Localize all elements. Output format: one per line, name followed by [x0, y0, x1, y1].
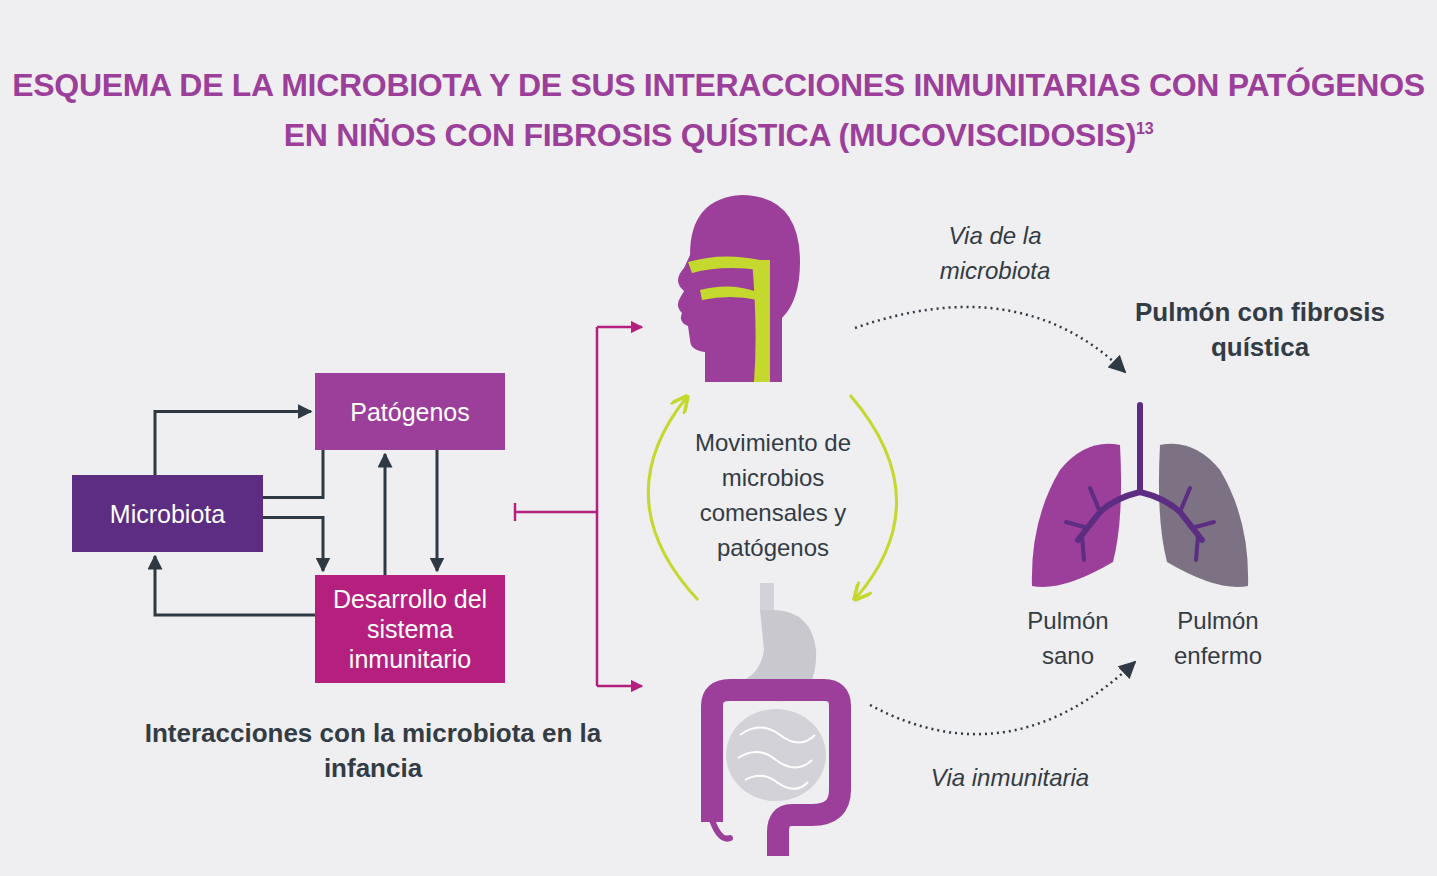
- connector: [155, 556, 315, 615]
- oral-cavity: [700, 286, 758, 300]
- node-label: Microbiota: [110, 499, 225, 529]
- node-label: Desarrollo del sistema inmunitario: [330, 584, 490, 674]
- healthy-lung: [1032, 444, 1121, 587]
- title-block: ESQUEMA DE LA MICROBIOTA Y DE SUS INTERA…: [10, 60, 1427, 160]
- caption-heading: Interacciones con la microbiota en la in…: [113, 716, 633, 786]
- lungs-illustration: [1032, 405, 1248, 587]
- bracket-spine: [596, 327, 599, 686]
- pathway-label: Via de la microbiota: [905, 218, 1085, 288]
- microbiota-pathway: [855, 307, 1125, 372]
- gut-illustration: [712, 583, 840, 856]
- tongue-mark: [716, 300, 730, 318]
- connector: [155, 412, 311, 476]
- node-label: Patógenos: [350, 397, 470, 427]
- appendix: [712, 820, 730, 839]
- lung-label: Pulmón enfermo: [1148, 603, 1288, 673]
- movement-label: Movimiento de microbios comensales y pat…: [673, 425, 873, 565]
- head-outline: [678, 195, 800, 382]
- bracket-arrow: [597, 326, 642, 329]
- immune-development-box: Desarrollo del sistema inmunitario: [315, 575, 505, 683]
- connector: [384, 454, 387, 575]
- bracket-stem: [515, 511, 597, 514]
- airways: [1078, 405, 1202, 540]
- bracket: [515, 327, 642, 686]
- nasal-cavity: [688, 256, 760, 273]
- title: ESQUEMA DE LA MICROBIOTA Y DE SUS INTERA…: [12, 67, 1425, 153]
- esophagus: [760, 583, 774, 613]
- bronchi: [1066, 488, 1214, 560]
- small-intestine: [726, 709, 826, 801]
- circulation-arrow: [648, 398, 698, 600]
- head-illustration: [678, 195, 800, 382]
- lung-label: Pulmón sano: [1008, 603, 1128, 673]
- microbiota-box: Microbiota: [72, 475, 263, 552]
- connector: [436, 450, 439, 571]
- reference-number: 13: [1136, 120, 1153, 137]
- intestine-folds: [738, 728, 815, 789]
- connector: [263, 518, 323, 572]
- organ-heading: Pulmón con fibrosis quística: [1130, 295, 1390, 365]
- bracket-arrow: [597, 685, 642, 688]
- large-intestine: [712, 690, 840, 856]
- immune-pathway: [870, 662, 1135, 734]
- throat: [752, 260, 770, 382]
- diseased-lung: [1159, 444, 1248, 587]
- circulation-arrow: [850, 395, 897, 598]
- pathogen-box: Patógenos: [315, 373, 505, 450]
- connector: [263, 450, 323, 498]
- pathway-label: Via inmunitaria: [905, 760, 1115, 795]
